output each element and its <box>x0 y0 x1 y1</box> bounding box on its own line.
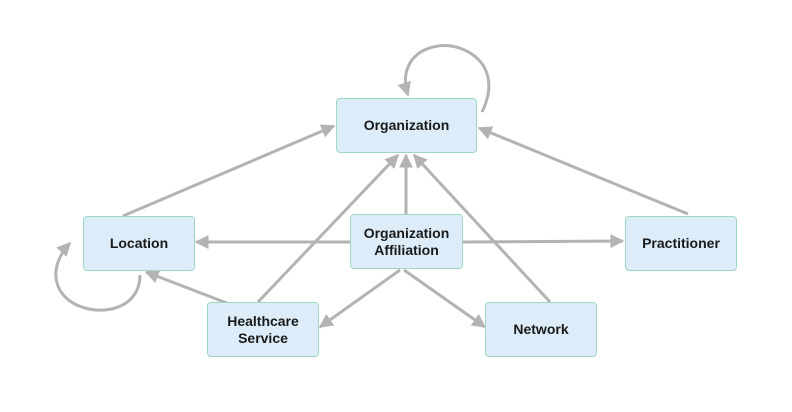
edge-affiliation-to-network <box>403 268 487 329</box>
edge-affiliation-to-practitioner <box>461 234 625 249</box>
node-healthcare-service[interactable]: Healthcare Service <box>207 302 319 357</box>
node-practitioner[interactable]: Practitioner <box>625 216 737 271</box>
edge-network-to-organization <box>412 153 552 304</box>
edge-organization-self <box>397 44 491 113</box>
node-organization[interactable]: Organization <box>336 98 477 153</box>
edge-healthcare-service-to-organization <box>256 153 400 304</box>
node-location[interactable]: Location <box>83 216 195 271</box>
edge-location-self <box>54 241 142 312</box>
node-network[interactable]: Network <box>485 302 597 357</box>
edge-location-to-organization <box>122 124 336 218</box>
edge-affiliation-to-healthcare-service <box>318 268 401 329</box>
node-organization-affiliation[interactable]: Organization Affiliation <box>350 214 463 269</box>
edge-practitioner-to-organization <box>477 126 689 216</box>
